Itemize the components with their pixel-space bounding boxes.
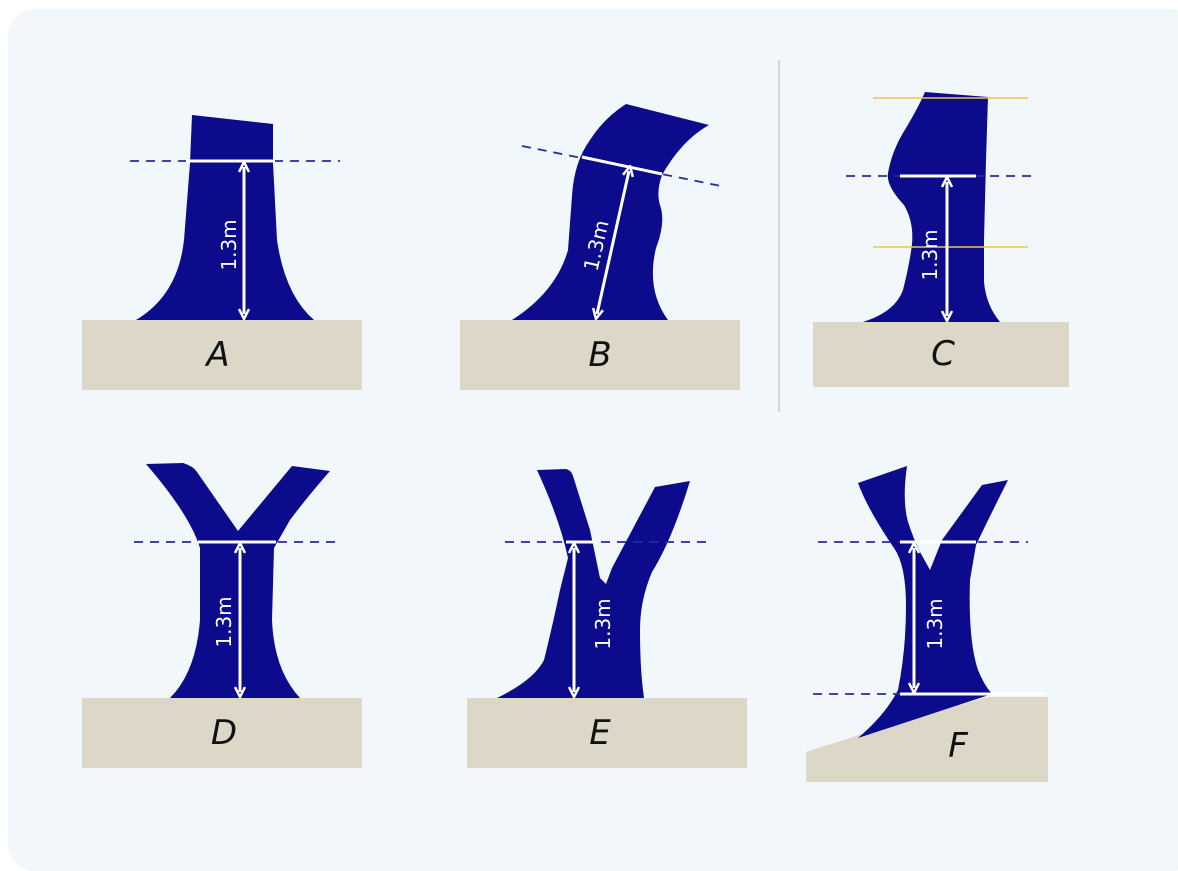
trunk-d: [146, 463, 330, 698]
ground-d: [82, 698, 362, 768]
panel-c: 1.3m C: [813, 92, 1069, 387]
height-label-c: 1.3m: [918, 229, 942, 280]
panel-label-b: B: [588, 335, 611, 375]
ground-c: [813, 322, 1069, 387]
trunk-a: [136, 115, 314, 320]
height-label-d: 1.3m: [212, 596, 236, 647]
ground-a: [82, 320, 362, 390]
ground-e: [467, 698, 747, 768]
height-arrow-b: [597, 171, 629, 314]
height-label-f: 1.3m: [923, 598, 947, 649]
height-label-e: 1.3m: [591, 598, 615, 649]
panel-label-f: F: [948, 726, 968, 766]
panel-label-a: A: [204, 335, 229, 375]
ground-b: [460, 320, 740, 390]
trunk-c: [863, 92, 1000, 322]
panel-e: 1.3m E: [467, 469, 747, 768]
height-label-a: 1.3m: [217, 219, 241, 270]
ground-f: [806, 697, 1048, 782]
trunk-b: [512, 104, 709, 320]
trunk-e: [497, 469, 690, 698]
panel-f: 1.3m F: [806, 466, 1048, 782]
panel-label-d: D: [211, 713, 237, 753]
panel-a: 1.3m A: [82, 115, 362, 390]
panel-b: 1.3m B: [460, 104, 740, 390]
panel-d: 1.3m D: [82, 463, 362, 768]
trunk-f: [858, 466, 1008, 738]
panel-label-c: C: [931, 334, 955, 374]
panel-label-e: E: [589, 713, 611, 753]
